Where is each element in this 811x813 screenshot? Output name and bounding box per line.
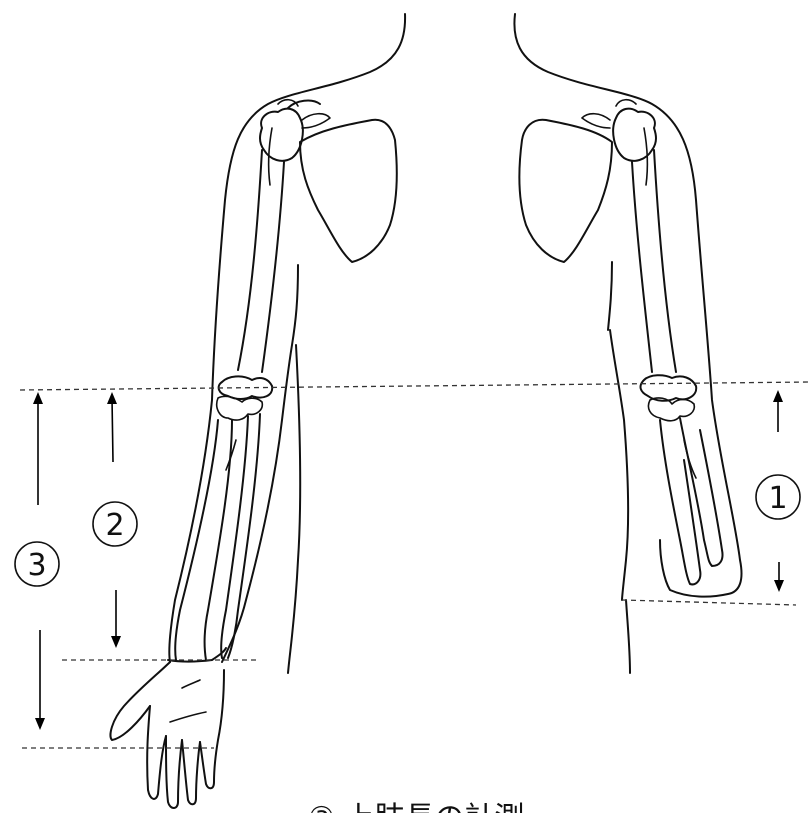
label-3-text: 3: [27, 548, 46, 583]
elbow-line: [20, 382, 811, 390]
guide-lines: [20, 382, 811, 748]
label-3: 3: [15, 542, 59, 586]
caption: ③ 上肢長の計測: [308, 801, 524, 813]
left-arm-figure: [111, 14, 406, 808]
label-1: 1: [756, 475, 800, 519]
forearm-end-line: [622, 600, 796, 605]
label-2-text: 2: [105, 508, 124, 543]
right-arm-figure: [514, 14, 741, 673]
label-1-text: 1: [768, 481, 787, 516]
label-2: 2: [93, 502, 137, 546]
